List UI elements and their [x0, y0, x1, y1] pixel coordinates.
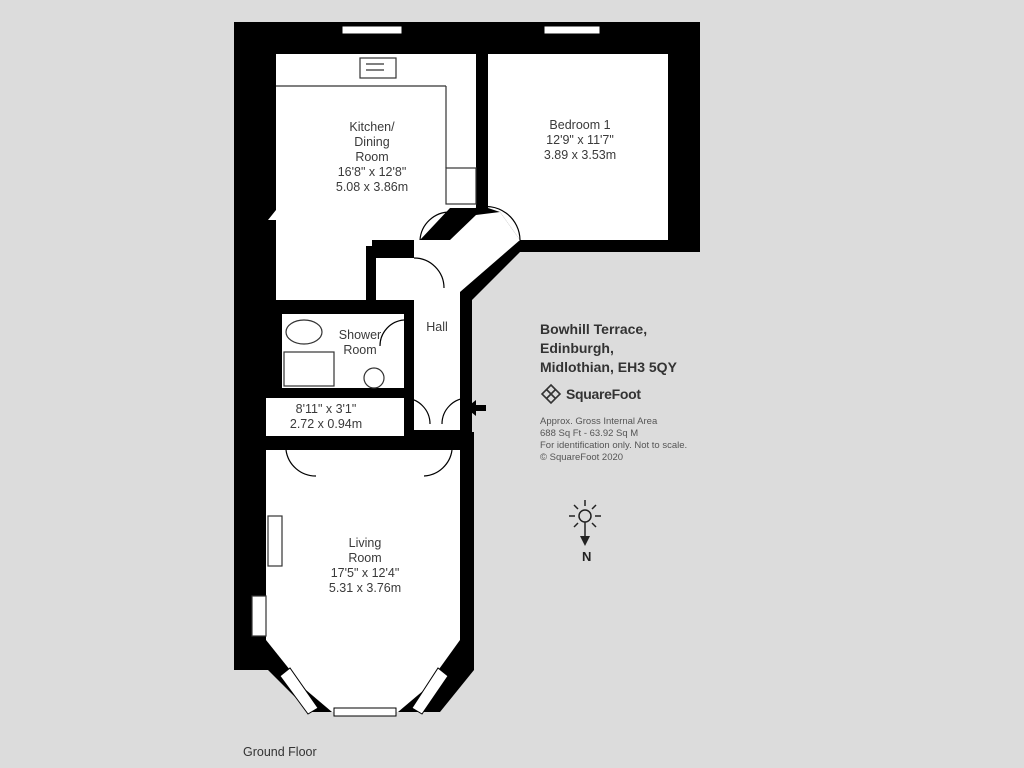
notes-line4: © SquareFoot 2020	[540, 452, 624, 463]
entrance-arrow-icon	[466, 400, 486, 416]
corridor-label: 8'11" x 3'1" 2.72 x 0.94m	[290, 402, 362, 432]
living-label: Living Room 17'5" x 12'4" 5.31 x 3.76m	[329, 536, 401, 596]
bedroom-dim-metric: 3.89 x 3.53m	[543, 148, 617, 162]
internal-walls	[266, 40, 488, 450]
living-name-line2: Room	[348, 551, 382, 565]
shower-name-line1: Shower	[338, 328, 382, 342]
worktop-icon	[445, 167, 477, 205]
shower-label: Shower Room	[339, 328, 381, 358]
compass-north-label: N	[582, 549, 592, 564]
bedroom-label: Bedroom 1 12'9" x 11'7" 3.89 x 3.53m	[544, 118, 616, 163]
doors	[285, 205, 521, 477]
kitchen-label: Kitchen/ Dining Room 16'8" x 12'8" 5.08 …	[336, 120, 408, 195]
address-line1: Bowhill Terrace,	[540, 321, 648, 337]
living-name-line1: Living	[348, 536, 382, 550]
notes-line3: For identification only. Not to scale.	[540, 440, 688, 451]
shower-tray-icon	[283, 351, 335, 387]
squarefoot-logo-icon	[540, 383, 562, 405]
shower-name-line2: Room	[343, 343, 377, 357]
radiator-icon	[251, 595, 267, 637]
kitchen-name-line3: Room	[355, 150, 389, 164]
corridor-dim-metric: 2.72 x 0.94m	[289, 417, 363, 431]
area-notes: Approx. Gross Internal Area 688 Sq Ft - …	[540, 416, 687, 464]
kitchen-dim-metric: 5.08 x 3.86m	[335, 180, 409, 194]
living-dim-metric: 5.31 x 3.76m	[328, 581, 402, 595]
floor-label: Ground Floor	[243, 745, 317, 759]
kitchen-name-line2: Dining	[354, 135, 390, 149]
hall-name: Hall	[426, 320, 448, 334]
sink-icon	[359, 57, 397, 79]
bedroom-name: Bedroom 1	[549, 118, 611, 132]
windows	[279, 25, 601, 717]
compass-sun-icon	[569, 500, 601, 546]
brand-name: SquareFoot	[566, 386, 641, 402]
property-address: Bowhill Terrace, Edinburgh, Midlothian, …	[540, 320, 677, 377]
bedroom-dim-imperial: 12'9" x 11'7"	[546, 133, 614, 147]
address-line2: Edinburgh,	[540, 340, 614, 356]
toilet-icon	[285, 319, 323, 345]
kitchen-dim-imperial: 16'8" x 12'8"	[337, 165, 407, 179]
fixtures	[251, 57, 477, 637]
notes-line2: 688 Sq Ft - 63.92 Sq M	[540, 428, 639, 439]
kitchen-name-line1: Kitchen/	[349, 120, 395, 134]
address-line3: Midlothian, EH3 5QY	[540, 359, 677, 375]
corridor-dim-imperial: 8'11" x 3'1"	[295, 402, 357, 416]
brand-logo: SquareFoot	[540, 383, 641, 405]
fireplace-icon	[267, 515, 283, 567]
basin-icon	[363, 367, 385, 389]
room-floors	[266, 54, 668, 712]
hall-label: Hall	[426, 320, 448, 335]
notes-line1: Approx. Gross Internal Area	[540, 416, 658, 427]
living-dim-imperial: 17'5" x 12'4"	[330, 566, 400, 580]
